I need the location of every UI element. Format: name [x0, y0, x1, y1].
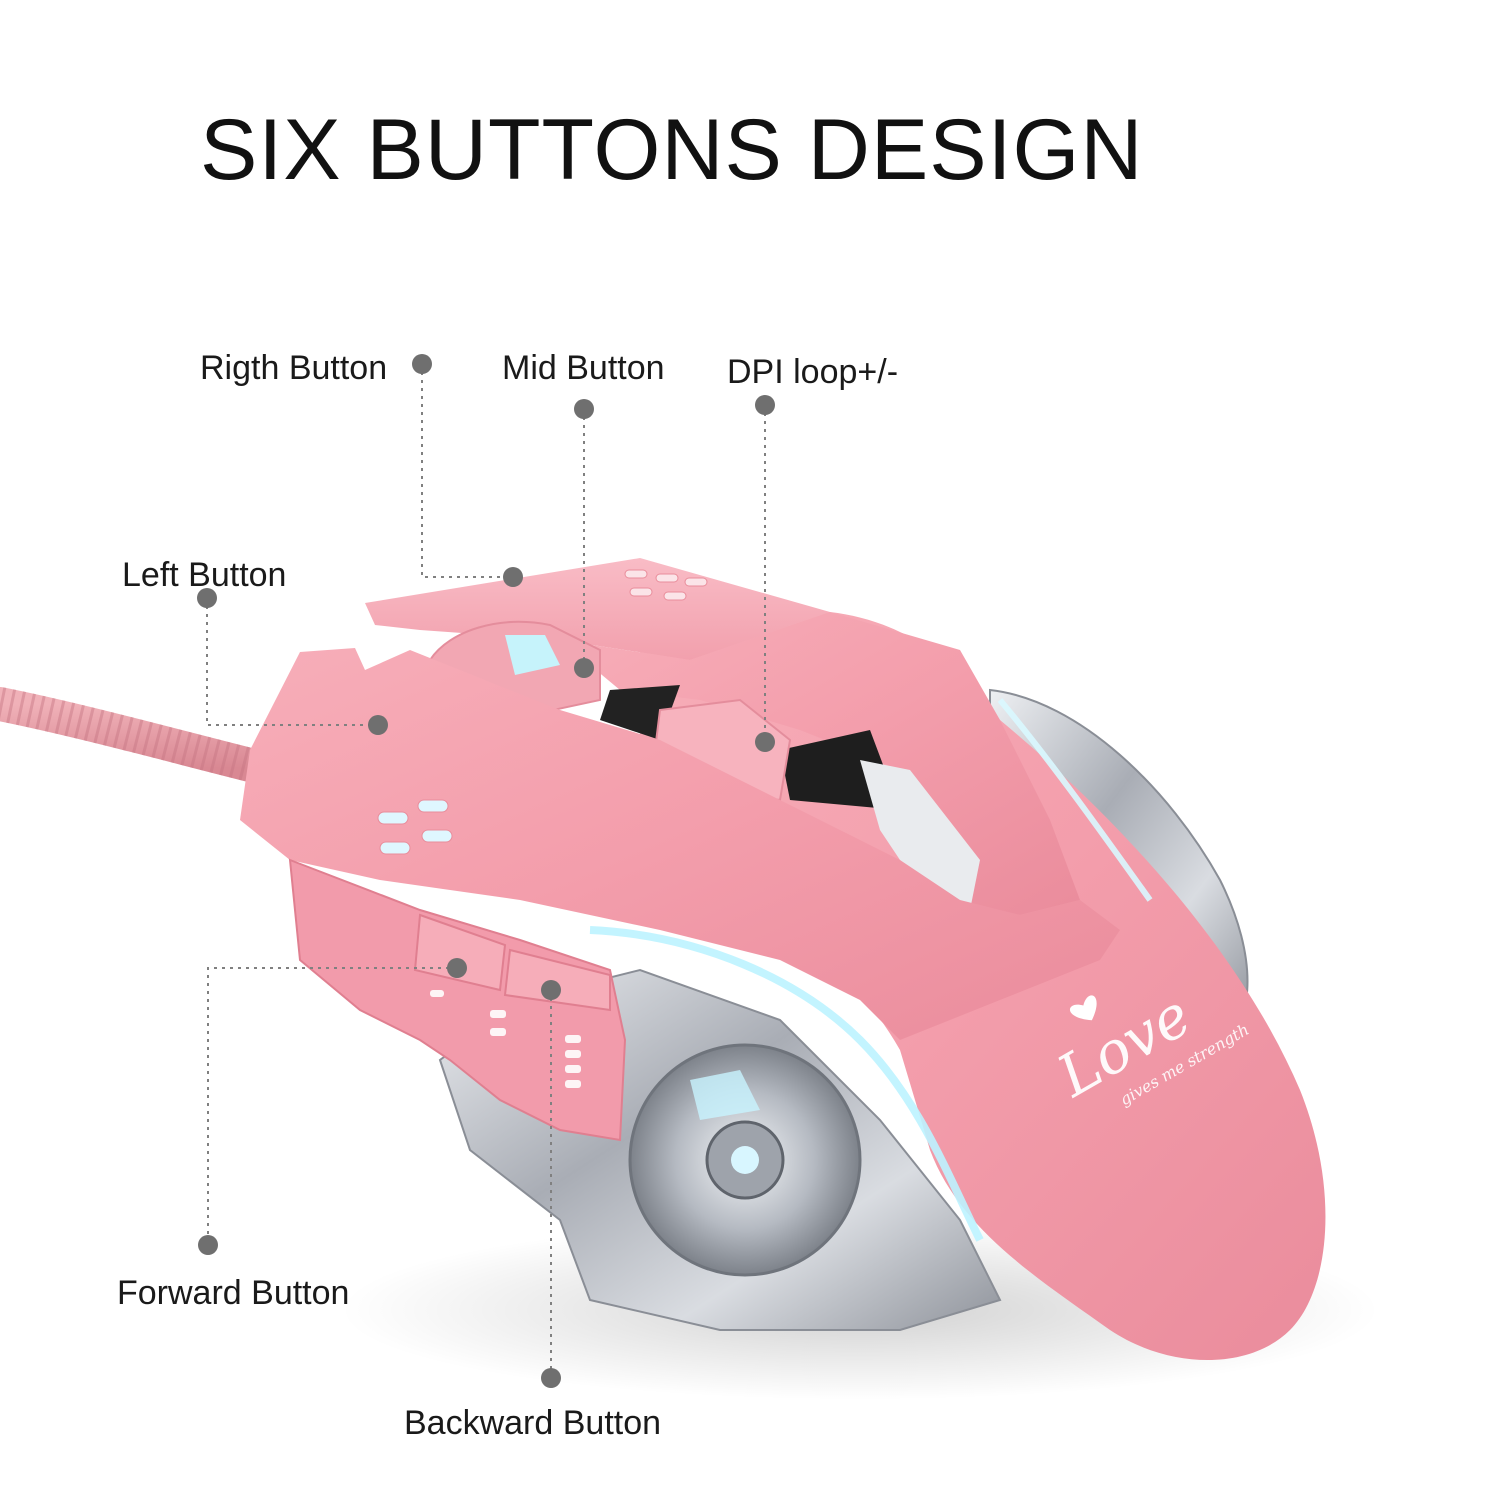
- backward-button-shape: [503, 948, 611, 1012]
- leader-left-button: [206, 598, 378, 726]
- cable-texture: [0, 687, 267, 785]
- left-vents: [377, 799, 453, 855]
- scroll-wheel-glow: [505, 635, 560, 675]
- dot-left-target: [368, 715, 388, 735]
- dot-forward-target: [447, 958, 467, 978]
- dpi-loop-label: DPI loop+/-: [727, 353, 899, 391]
- mid-button-label: Mid Button: [502, 349, 665, 387]
- page-title: SIX BUTTONS DESIGN: [200, 102, 1144, 198]
- dot-backward-target: [541, 980, 561, 1000]
- dot-mid-label: [574, 399, 594, 419]
- dot-right-target: [503, 567, 523, 587]
- forward-button-shape: [413, 913, 507, 992]
- heart-icon: [1070, 995, 1097, 1021]
- dot-backward-label: [541, 1368, 561, 1388]
- dot-right-label: [412, 354, 432, 374]
- backward-button-label: Backward Button: [404, 1404, 662, 1442]
- glow-trim-right: [997, 698, 1153, 902]
- callout-lines: [206, 364, 766, 1378]
- side-gear-center: [731, 1146, 759, 1174]
- right-button-shape: [365, 558, 830, 660]
- left-button-label: Left Button: [122, 556, 287, 594]
- side-panel: [288, 858, 627, 1142]
- right-vents: [624, 569, 708, 601]
- forward-button-label: Forward Button: [117, 1274, 350, 1312]
- dot-mid-target: [574, 658, 594, 678]
- glow-trim-upper: [589, 926, 984, 1242]
- right-button-label: Rigth Button: [200, 349, 388, 387]
- cable: [0, 687, 279, 785]
- dot-dpi-label: [755, 395, 775, 415]
- dot-dpi-target: [755, 732, 775, 752]
- side-gear-glow: [690, 1070, 760, 1120]
- dot-forward-label: [198, 1235, 218, 1255]
- dot-left-label: [197, 588, 217, 608]
- leader-right-button: [421, 364, 513, 578]
- silver-insert: [860, 760, 980, 910]
- side-vents: [430, 990, 581, 1088]
- leader-forward-button: [207, 967, 457, 1245]
- left-button-shape: [240, 648, 1120, 1040]
- callout-dots: [197, 354, 775, 1388]
